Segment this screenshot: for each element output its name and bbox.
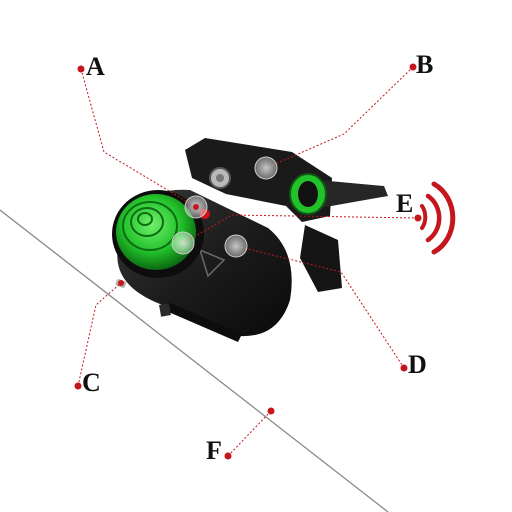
callout-dots	[74, 63, 422, 460]
callout-label-f: F	[206, 436, 222, 465]
callout-label-a: A	[86, 52, 105, 81]
fishing-line	[0, 209, 389, 512]
callout-label-b: B	[416, 50, 434, 79]
callout-label-e: E	[396, 189, 414, 218]
sound-waves-icon	[420, 181, 456, 255]
leader-lines	[77, 66, 419, 457]
rod-clip	[185, 138, 388, 292]
callout-label-d: D	[408, 350, 427, 379]
callout-hotspots	[171, 156, 278, 258]
callout-label-c: C	[82, 368, 101, 397]
